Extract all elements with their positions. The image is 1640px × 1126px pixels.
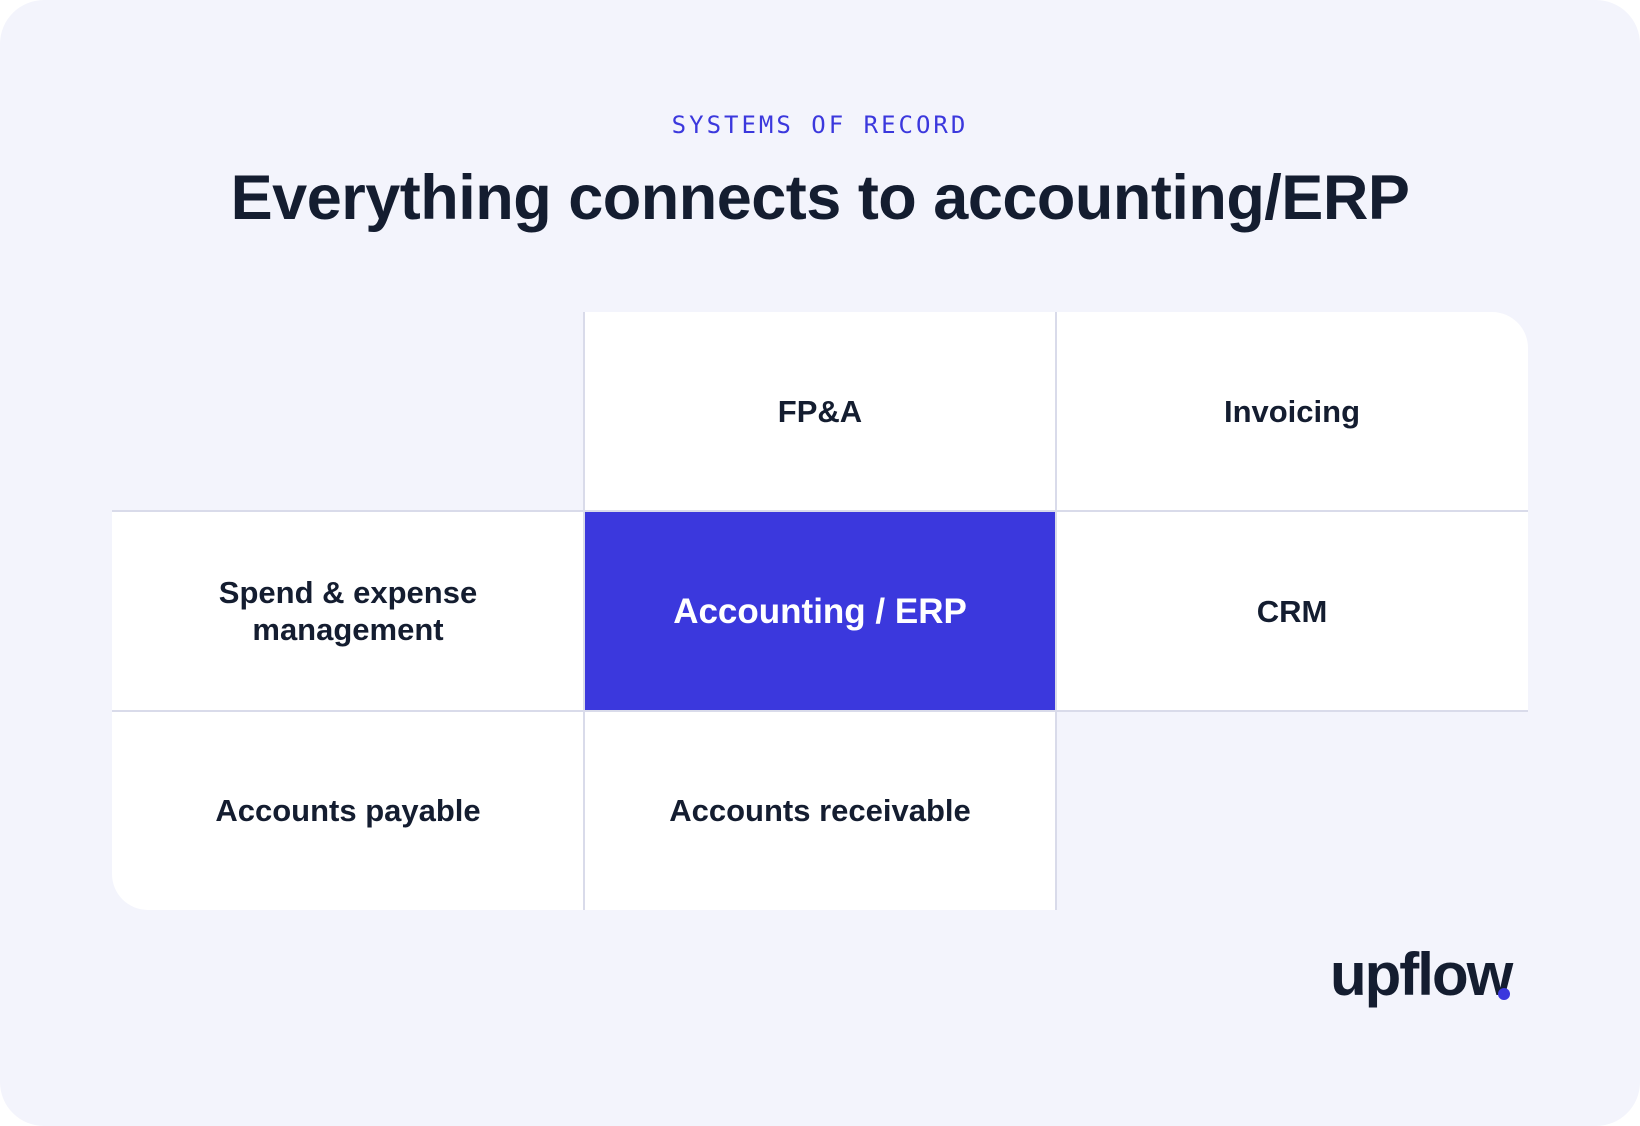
cell-accounting-erp-label: Accounting / ERP [673,591,967,631]
grid-divider [112,510,1528,512]
systems-grid: FP&A Invoicing Spend & expense managemen… [112,312,1528,910]
cell-accounting-erp: Accounting / ERP [584,511,1056,711]
page-title: Everything connects to accounting/ERP [230,163,1410,233]
grid-divider [1055,312,1057,910]
cell-fpa-label: FP&A [777,394,863,429]
eyebrow-label: SYSTEMS OF RECORD [671,111,969,139]
cell-crm: CRM [1056,511,1528,711]
logo-dot-icon [1498,988,1510,1000]
cell-invoicing-label: Invoicing [1223,394,1361,429]
upflow-logo: upflow [1330,945,1520,1025]
cell-accounts-receivable: Accounts receivable [584,711,1056,910]
grid-divider [583,312,585,910]
cell-spend: Spend & expense management [112,511,584,711]
logo-wordmark: upflow [1330,941,1513,1008]
cell-accounts-payable-label: Accounts payable [215,793,481,828]
cell-invoicing: Invoicing [1056,312,1528,511]
cell-accounts-receivable-label: Accounts receivable [669,793,971,828]
cell-spend-label: Spend & expense management [218,575,478,647]
grid-divider [112,710,1528,712]
cell-crm-label: CRM [1256,593,1328,629]
cell-accounts-payable: Accounts payable [112,711,584,910]
cell-fpa: FP&A [584,312,1056,511]
